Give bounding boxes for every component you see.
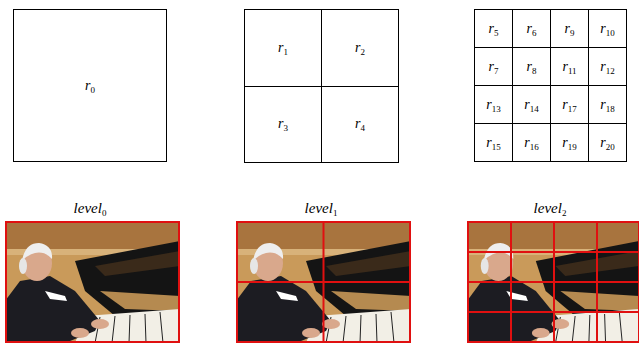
region-label: r16 [524, 136, 538, 150]
level-label: level0 [74, 201, 107, 216]
region-label: r13 [486, 98, 500, 112]
region-label: r10 [600, 22, 614, 36]
region-label: r5 [489, 22, 499, 36]
region-label: r14 [524, 98, 538, 112]
region-cell: r17 [550, 85, 589, 124]
region-cell: r11 [550, 47, 589, 86]
region-label: r0 [85, 79, 95, 93]
region-label: r17 [562, 98, 576, 112]
region-label: r9 [565, 22, 575, 36]
region-label: r2 [355, 41, 365, 55]
region-label: r4 [355, 117, 365, 131]
photo-level0 [5, 221, 180, 343]
region-label: r7 [489, 60, 499, 74]
region-cell: r15 [474, 123, 513, 162]
region-label: r11 [562, 60, 576, 74]
region-cell: r1 [244, 9, 322, 87]
region-label: r8 [527, 60, 537, 74]
region-cell: r19 [550, 123, 589, 162]
region-cell: r14 [512, 85, 551, 124]
region-label: r6 [527, 22, 537, 36]
level-label: level1 [305, 201, 338, 216]
region-cell: r10 [588, 9, 627, 48]
region-cell: r9 [550, 9, 589, 48]
region-cell: r5 [474, 9, 513, 48]
region-label: r1 [278, 41, 288, 55]
region-cell: r12 [588, 47, 627, 86]
region-label: r18 [600, 98, 614, 112]
region-cell: r18 [588, 85, 627, 124]
photo-level1 [236, 221, 411, 343]
region-label: r20 [600, 136, 614, 150]
region-cell: r7 [474, 47, 513, 86]
region-cell: r8 [512, 47, 551, 86]
region-cell: r0 [13, 9, 167, 162]
region-cell: r4 [321, 86, 399, 164]
region-label: r15 [486, 136, 500, 150]
region-cell: r2 [321, 9, 399, 87]
region-label: r19 [562, 136, 576, 150]
photo-level2 [467, 221, 639, 343]
region-cell: r3 [244, 86, 322, 164]
region-cell: r16 [512, 123, 551, 162]
region-cell: r13 [474, 85, 513, 124]
region-cell: r6 [512, 9, 551, 48]
level-label: level2 [534, 201, 567, 216]
region-label: r3 [278, 117, 288, 131]
region-label: r12 [600, 60, 614, 74]
region-cell: r20 [588, 123, 627, 162]
